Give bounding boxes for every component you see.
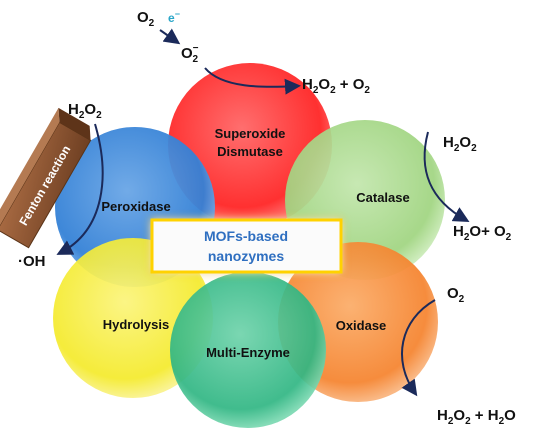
peroxidase-label: Peroxidase <box>101 199 170 214</box>
fenton-reaction-block: Fenton reaction <box>0 107 92 249</box>
electron-arrow <box>159 28 181 45</box>
o2-top: O2 <box>137 9 155 29</box>
oxidase-reaction-arrow <box>401 299 436 397</box>
h2o2-left: H2O2 <box>68 101 102 121</box>
catalase-reaction-arrow <box>423 131 470 222</box>
hydrolysis-label: Hydrolysis <box>103 317 169 332</box>
hydroxyl-label: ·OH <box>18 253 46 270</box>
sod-label-line-2: Dismutase <box>217 144 283 159</box>
center-box: MOFs-based nanozymes <box>150 218 343 274</box>
oxidase-product: H2O2 + H2O <box>437 407 516 427</box>
sod-product: H2O2 + O2 <box>302 76 370 96</box>
catalase-product: H2O+ O2 <box>453 223 512 243</box>
sod-label-line-1: Superoxide <box>215 126 286 141</box>
center-line-1: MOFs-based <box>204 228 288 244</box>
o2-oxidase: O2 <box>447 285 465 305</box>
multi-enzyme-label: Multi-Enzyme <box>206 345 290 360</box>
superoxide-label: O−2 <box>181 43 199 65</box>
oxidase-label: Oxidase <box>336 318 387 333</box>
multi-enzyme-circle <box>170 272 326 428</box>
catalase-label: Catalase <box>356 190 409 205</box>
h2o2-right: H2O2 <box>443 134 477 154</box>
sod-reaction-arrow <box>204 67 301 95</box>
electron-label: e− <box>168 9 180 25</box>
peroxidase-reaction-arrow <box>56 123 104 255</box>
center-line-2: nanozymes <box>208 248 284 264</box>
